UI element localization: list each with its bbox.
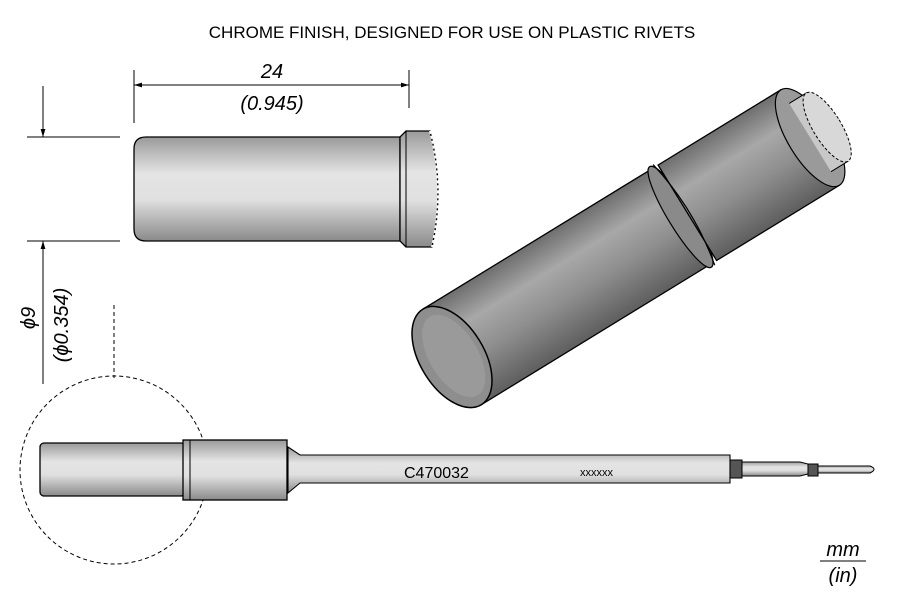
units-secondary: (in) [829,565,858,587]
detail-callout [19,305,209,565]
tip-3d-view [411,87,852,409]
length-in-label: (0.945) [240,93,303,115]
diameter-in-label: (ϕ0.354) [51,288,73,363]
part-code: xxxxxx [580,467,614,479]
drawing-title: CHROME FINISH, DESIGNED FOR USE ON PLAST… [209,23,695,42]
tip-side-view [133,130,440,248]
length-mm-label: 24 [260,61,283,83]
length-dimension: 24 (0.945) [133,61,410,123]
diameter-mm-label: ϕ9 [18,307,40,329]
part-number: C470032 [404,465,469,482]
units-legend: mm (in) [820,539,866,587]
diameter-dimension: ϕ9 (ϕ0.354) [18,86,120,384]
units-primary: mm [826,539,859,561]
tip-full-view: C470032 xxxxxx [39,439,875,501]
